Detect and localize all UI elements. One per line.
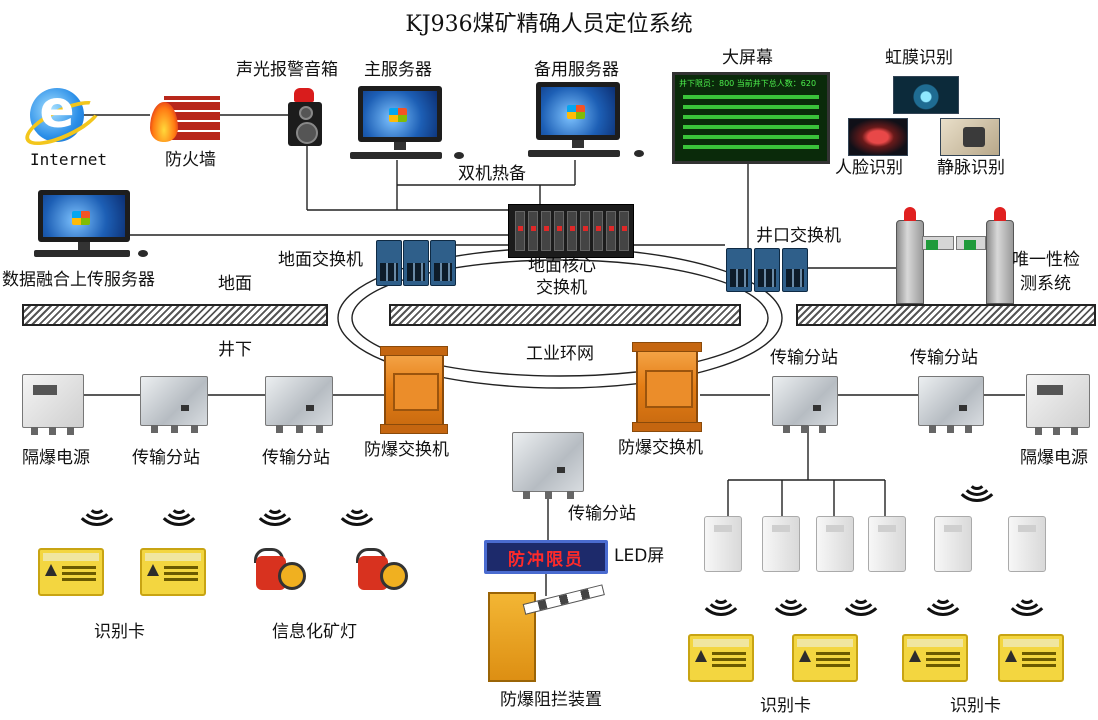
vein-label: 静脉识别 (937, 158, 1005, 178)
internet-label: Internet (30, 150, 108, 169)
station-c-label: 传输分站 (568, 504, 636, 524)
wifi-signal-icon (768, 584, 814, 616)
surface-label: 地面 (218, 274, 252, 294)
led-label: LED屏 (614, 546, 665, 566)
id-card-icon (902, 634, 968, 682)
ground-level-bar (389, 304, 741, 326)
core-switch-label-1: 地面核心 (528, 256, 596, 276)
power-box-icon (1026, 374, 1090, 435)
diagram-title: KJ936煤矿精确人员定位系统 (405, 12, 693, 37)
wifi-signal-icon (156, 494, 202, 526)
wifi-signal-icon (1004, 584, 1050, 616)
big-screen-header: 井下限员：800 当前井下总人数：620 (679, 79, 817, 88)
underground-label: 井下 (218, 340, 252, 360)
vein-icon (940, 118, 1000, 156)
id-card-icon (38, 548, 104, 596)
station-box-icon (918, 376, 984, 433)
id-card-icon (140, 548, 206, 596)
led-screen-icon: 防冲限员 (484, 540, 608, 574)
upload-server-label: 数据融合上传服务器 (2, 270, 155, 290)
wifi-signal-icon (698, 584, 744, 616)
reader-icon (1008, 516, 1046, 572)
station-b-label: 传输分站 (262, 448, 330, 468)
id-card-icon (792, 634, 858, 682)
ground-switch-label: 地面交换机 (278, 250, 363, 270)
station-a-label: 传输分站 (132, 448, 200, 468)
mine-lamp-icon (352, 548, 412, 598)
face-label: 人脸识别 (835, 158, 903, 178)
station-box-icon (265, 376, 333, 433)
station-box-icon (512, 432, 584, 499)
firewall-label: 防火墙 (165, 150, 216, 170)
wifi-signal-icon (74, 494, 120, 526)
station-e-label: 传输分站 (910, 348, 978, 368)
station-box-icon (140, 376, 208, 433)
face-icon (848, 118, 908, 156)
card-left-label: 识别卡 (94, 622, 145, 642)
card-right-label: 识别卡 (950, 696, 1001, 716)
ex-switch-icon (380, 346, 448, 434)
ex-switch-icon (632, 342, 702, 432)
switch-rack-icon (508, 204, 634, 258)
wifi-signal-icon (920, 584, 966, 616)
wifi-signal-icon (252, 494, 298, 526)
station-d-label: 传输分站 (770, 348, 838, 368)
reader-icon (868, 516, 906, 572)
backup-server-label: 备用服务器 (534, 60, 619, 80)
firewall-icon (150, 94, 220, 142)
wifi-signal-icon (954, 470, 1000, 502)
big-screen-label: 大屏幕 (722, 48, 773, 68)
iris-label: 虹膜识别 (885, 48, 953, 68)
ring-network-label: 工业环网 (526, 344, 594, 364)
main-server-label: 主服务器 (364, 60, 432, 80)
uniqueness-label-2: 测系统 (1020, 274, 1071, 294)
reader-icon (704, 516, 742, 572)
ex-switch-left-label: 防爆交换机 (364, 440, 449, 460)
reader-icon (762, 516, 800, 572)
big-screen-icon: 井下限员：800 当前井下总人数：620 (672, 72, 830, 164)
led-text: 防冲限员 (508, 549, 584, 570)
ground-level-bar (796, 304, 1096, 326)
computer-icon (528, 82, 644, 158)
id-card-icon (998, 634, 1064, 682)
shaft-switch-label: 井口交换机 (756, 226, 841, 246)
station-box-icon (772, 376, 838, 433)
power-right-label: 隔爆电源 (1020, 448, 1088, 468)
computer-icon (30, 190, 150, 266)
core-switch-label-2: 交换机 (536, 278, 587, 298)
ground-level-bar (22, 304, 328, 326)
reader-icon (934, 516, 972, 572)
industrial-switch-icon (376, 240, 456, 286)
hot-standby-label: 双机热备 (458, 164, 526, 184)
power-left-label: 隔爆电源 (22, 448, 90, 468)
ie-icon (19, 80, 107, 154)
lamp-label: 信息化矿灯 (272, 622, 357, 642)
id-card-icon (688, 634, 754, 682)
iris-icon (893, 76, 959, 114)
card-mid-label: 识别卡 (760, 696, 811, 716)
wifi-signal-icon (838, 584, 884, 616)
uniqueness-label-1: 唯一性检 (1012, 250, 1080, 270)
alarm-speaker-icon (288, 88, 328, 146)
power-box-icon (22, 374, 84, 435)
barrier-label: 防爆阻拦装置 (500, 690, 602, 710)
wifi-signal-icon (334, 494, 380, 526)
gate-icon (896, 207, 1026, 304)
computer-icon (350, 86, 464, 162)
alarm-speaker-label: 声光报警音箱 (236, 60, 338, 80)
industrial-switch-icon (726, 248, 808, 292)
reader-icon (816, 516, 854, 572)
ex-switch-right-label: 防爆交换机 (618, 438, 703, 458)
mine-lamp-icon (250, 548, 310, 598)
